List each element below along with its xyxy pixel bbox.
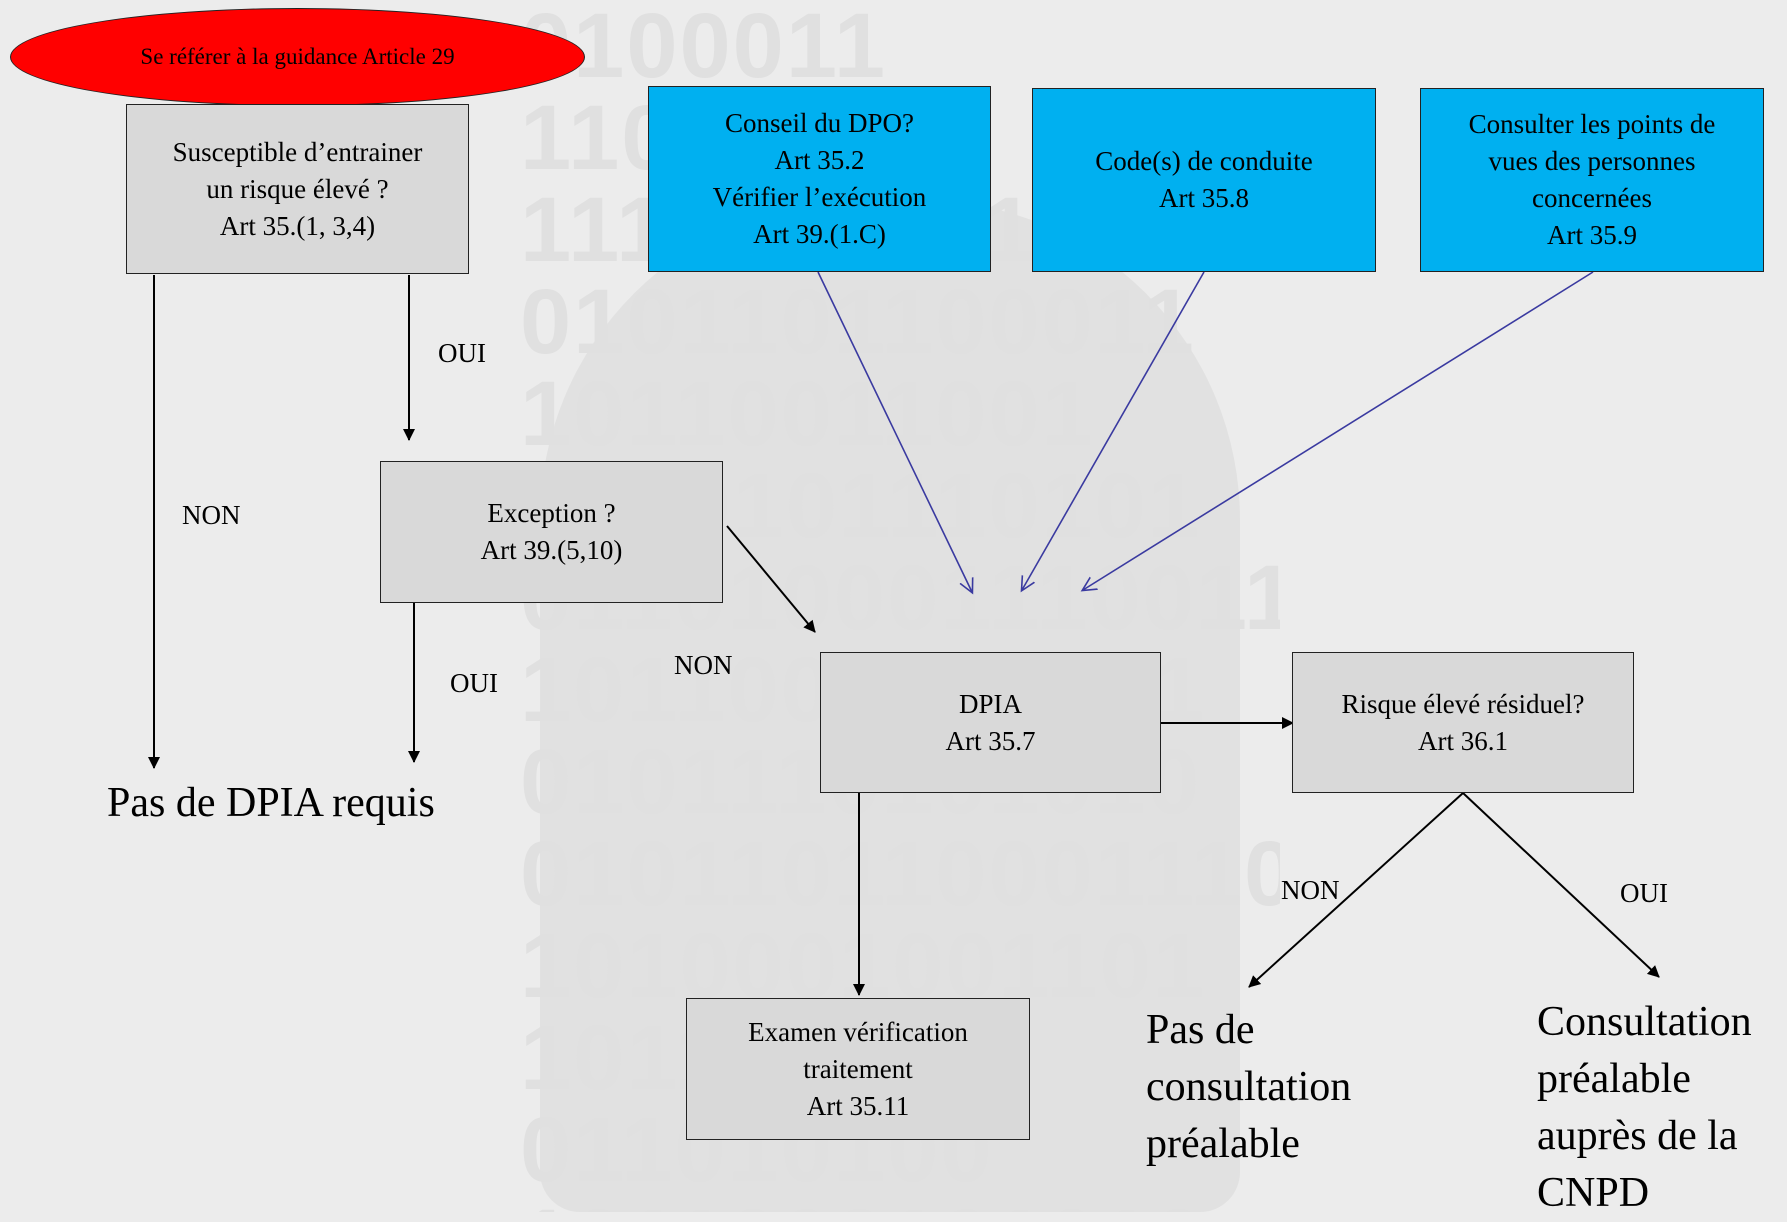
label-oui-residual: OUI [1620,878,1668,908]
consult-views-box: Consulter les points de vues des personn… [1420,88,1764,272]
code-of-conduct-box: Code(s) de conduite Art 35.8 [1032,88,1376,272]
prior-line-2: préalable [1537,1056,1691,1102]
no-prior-line-2: consultation [1146,1064,1352,1110]
views-line-4: Art 35.9 [1547,220,1637,250]
no-prior-line-3: préalable [1146,1121,1300,1167]
prior-line-4: CNPD [1537,1170,1650,1216]
risk-line-2: un risque élevé ? [206,173,389,204]
label-oui-exception: OUI [450,668,498,698]
dpo-line-3: Vérifier l’exécution [712,182,927,212]
views-line-3: concernées [1532,183,1652,213]
outcome-no-prior-consultation: Pas de consultation préalable [1146,1002,1351,1173]
prior-line-3: auprès de la [1537,1113,1738,1159]
risk-line-1: Susceptible d’entrainer [172,136,423,167]
label-non-exception: NON [674,650,733,680]
arrow-residual-oui [1462,792,1660,978]
arrow-residual-non [1248,792,1464,988]
dpia-line-2: Art 35.7 [945,725,1036,756]
arrow-views-dpia [1083,271,1594,590]
arrow-exception-non [726,525,816,633]
outcome-prior-consultation: Consultation préalable auprès de la CNPD [1537,994,1752,1222]
start-label: Se référer à la guidance Article 29 [140,44,455,69]
no-prior-line-1: Pas de [1146,1007,1255,1053]
arrow-dpo-dpia [817,271,972,592]
risk-line-3: Art 35.(1, 3,4) [219,210,376,241]
code-line-2: Art 35.8 [1159,183,1249,213]
dpo-line-2: Art 35.2 [774,145,865,175]
views-line-1: Consulter les points de [1468,109,1716,139]
dpo-line-1: Conseil du DPO? [725,108,914,138]
review-line-2: traitement [803,1053,913,1084]
code-line-1: Code(s) de conduite [1095,146,1313,176]
dpia-box: DPIA Art 35.7 [820,652,1161,793]
review-line-3: Art 35.11 [806,1090,910,1121]
exception-line-1: Exception ? [487,498,616,528]
start-ellipse: Se référer à la guidance Article 29 [10,8,585,106]
dpia-line-1: DPIA [958,688,1022,719]
dpo-line-4: Art 39.(1.C) [753,219,886,249]
label-non-risk: NON [182,500,241,530]
dpo-advice-box: Conseil du DPO? Art 35.2 Vérifier l’exéc… [648,86,991,272]
arrow-code-dpia [1022,271,1205,590]
residual-risk-box: Risque élevé résiduel? Art 36.1 [1292,652,1634,793]
exception-box: Exception ? Art 39.(5,10) [380,461,723,603]
label-non-residual: NON [1281,875,1340,905]
prior-line-1: Consultation [1537,999,1752,1045]
label-oui-risk: OUI [438,338,486,368]
residual-line-1: Risque élevé résiduel? [1341,688,1585,719]
outcome-no-dpia: Pas de DPIA requis [107,780,435,826]
review-line-1: Examen vérification [748,1016,968,1047]
views-line-2: vues des personnes [1488,146,1696,176]
exception-line-2: Art 39.(5,10) [480,535,623,565]
residual-line-2: Art 36.1 [1418,725,1508,756]
review-box: Examen vérification traitement Art 35.11 [686,998,1030,1140]
risk-box: Susceptible d’entrainer un risque élevé … [126,104,469,274]
